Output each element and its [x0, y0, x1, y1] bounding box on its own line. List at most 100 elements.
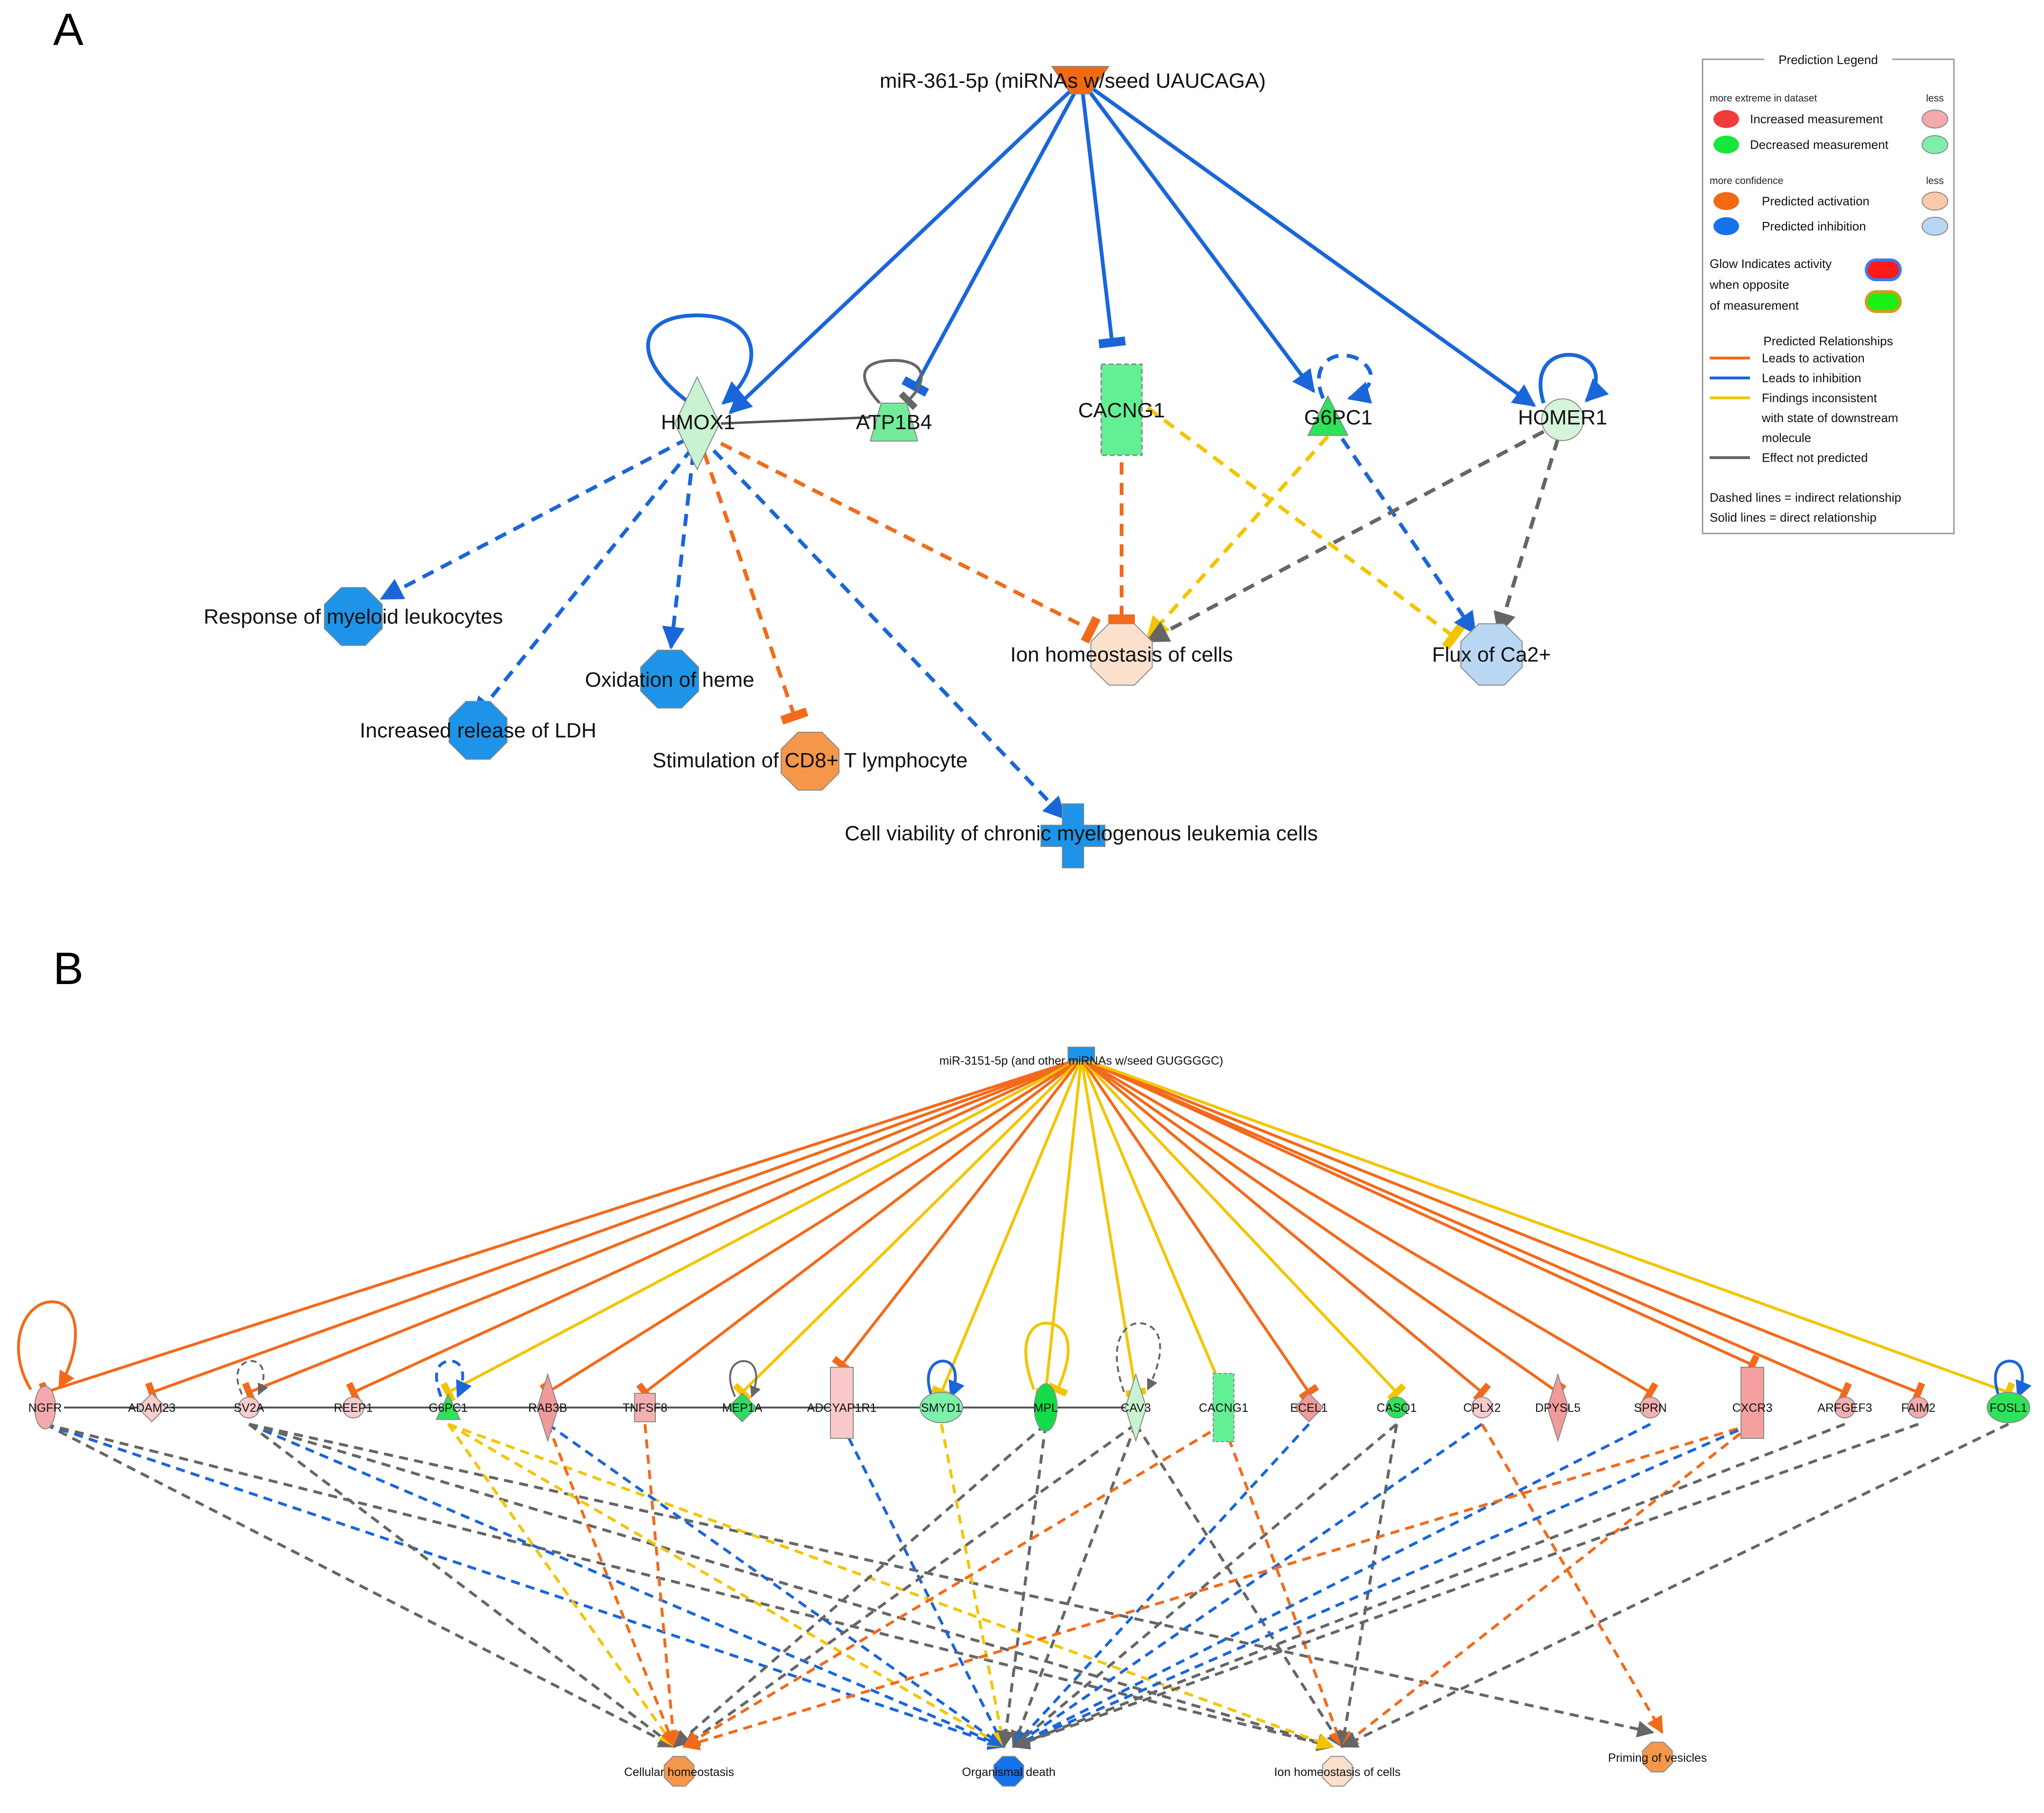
b-label-faim2: FAIM2: [1901, 1401, 1935, 1415]
b-label-ion-homeostasis-of-cells: Ion homeostasis of cells: [1274, 1766, 1401, 1779]
edge-b-cav3-ch: [682, 1423, 1137, 1748]
b-node-tnfsf8: [634, 1393, 656, 1422]
a-node-ca2: [1460, 623, 1523, 686]
edge-b-fosl1-ion: [1340, 1423, 2009, 1748]
b-label-reep1: REEP1: [334, 1401, 373, 1415]
b-node-adcyap1r1: [830, 1367, 854, 1439]
b-node-faim2: [1907, 1397, 1929, 1418]
b-node-ngfr: [34, 1386, 56, 1429]
edge-b-cav3-od: [1011, 1423, 1137, 1749]
b-node-fosl1: [1987, 1392, 2030, 1423]
legend-rel-not-predicted: Effect not predicted: [1762, 451, 1868, 465]
legend-frame: [1702, 58, 1955, 534]
legend-inhibition-weak-swatch: [1922, 217, 1948, 236]
edge-b-src-ecel1: [1080, 1058, 1319, 1401]
legend-glow-line2: when opposite: [1709, 277, 1789, 292]
b-label-ngfr: NGFR: [28, 1401, 62, 1415]
prediction-legend: Prediction Legend more extreme in datase…: [1702, 52, 1955, 534]
legend-activation-weak-swatch: [1922, 192, 1948, 211]
a-node-myeloid: [324, 587, 383, 646]
legend-increased-strong-swatch: [1713, 110, 1739, 128]
a-node-cd8: [781, 732, 839, 791]
a-label-ldh: Increased release of LDH: [360, 719, 597, 742]
edge-b-mpl-od: [997, 1424, 1047, 1749]
legend-relationships-title: Predicted Relationships: [1763, 334, 1893, 348]
b-node-cxcr3: [1740, 1367, 1764, 1439]
edge-a-src-g6pc1: [1079, 79, 1316, 393]
a-label-heme: Oxidation of heme: [585, 668, 754, 691]
edge-b-cxcr3-ion: [1341, 1423, 1753, 1748]
edge-b-src-g6pc1: [441, 1057, 1082, 1403]
a-node-g6pc1: [1307, 395, 1349, 436]
panel-a-label: A: [53, 4, 83, 55]
b-label-sv2a: SV2A: [234, 1401, 264, 1415]
b-label-dpysl5: DPYSL5: [1535, 1401, 1581, 1415]
a-node-homer1: [1541, 398, 1584, 441]
panel-b-edges: [17, 1057, 2032, 1751]
edge-b-cxcr3-ch: [682, 1423, 1753, 1750]
loop-a-g6pc1: [1317, 353, 1373, 404]
loop-a-hmox1: [646, 313, 754, 405]
b-node-cacng1: [1213, 1373, 1234, 1442]
edge-b-src-adcyap1r1: [832, 1058, 1083, 1374]
legend-rel-activation: Leads to activation: [1762, 351, 1865, 365]
edge-b-cacng1-ion: [1222, 1423, 1345, 1749]
legend-section2-right: less: [1926, 175, 1943, 186]
b-label-adam23: ADAM23: [128, 1401, 175, 1415]
edge-a-g6pc1-ca2: [1340, 437, 1477, 635]
legend-decreased-strong-swatch: [1713, 136, 1739, 154]
edge-a-homer1-ca2: [1493, 438, 1560, 635]
legend-increased-weak-swatch: [1922, 110, 1948, 129]
a-node-leukemia: [1040, 803, 1105, 868]
edge-b-ngfr-od: [45, 1423, 1006, 1750]
legend-increased-label: Increased measurement: [1750, 112, 1883, 126]
edge-b-smyd1-od: [940, 1424, 1010, 1749]
legend-decreased-label: Decreased measurement: [1750, 138, 1889, 152]
edge-b-tnfsf8-ch: [644, 1424, 681, 1749]
b-label-mep1a: MEP1A: [722, 1401, 763, 1415]
edge-b-g6pc1-ch: [447, 1423, 676, 1748]
panel-a-nodes: [324, 66, 1584, 868]
edge-a-src-homer1: [1080, 79, 1536, 407]
edge-a-hmox1-ldh: [472, 447, 694, 720]
edge-a-src-hmox1: [728, 79, 1083, 414]
b-node-priming-of-vesicles: [1642, 1741, 1673, 1773]
b-node-ion-homeostasis-of-cells: [1322, 1756, 1353, 1787]
b-node-dpysl5: [1547, 1372, 1569, 1443]
b-node-cplx2: [1471, 1397, 1493, 1418]
edge-b-src-tnfsf8: [636, 1057, 1082, 1402]
legend-activation-label: Predicted activation: [1762, 194, 1869, 208]
b-label-cxcr3: CXCR3: [1732, 1401, 1773, 1415]
panel-a-edges: [379, 79, 1609, 820]
legend-dashed-note: Dashed lines = indirect relationship: [1710, 490, 1901, 505]
edge-b-src-cxcr3: [1080, 1057, 1760, 1376]
edge-b-g6pc1-ion: [447, 1423, 1335, 1749]
a-source-label: miR-361-5p (miRNAs w/seed UAUCAGA): [880, 69, 1266, 92]
edge-b-src-smyd1: [930, 1058, 1083, 1399]
edge-b-src-casq1: [1080, 1057, 1407, 1402]
edge-b-sv2a-ch: [248, 1423, 676, 1748]
legend-title-bg: [1764, 52, 1892, 67]
b-node-rab3b: [536, 1372, 559, 1443]
a-label-homer1: HOMER1: [1518, 406, 1607, 429]
legend-glow-red-swatch: [1865, 258, 1902, 281]
loop-b-mep1a: [729, 1360, 761, 1398]
panel-b-label: B: [53, 943, 83, 994]
edge-b-src-fosl1: [1080, 1057, 2015, 1403]
edge-b-ngfr-ch: [44, 1423, 676, 1748]
edge-b-casq1-ion: [1336, 1424, 1398, 1749]
loop-b-ngfr: [17, 1300, 77, 1390]
b-label-ecel1: ECEL1: [1290, 1401, 1327, 1415]
b-label-arfgef3: ARFGEF3: [1817, 1401, 1872, 1415]
b-label-g6pc1: G6PC1: [429, 1401, 468, 1415]
edge-a-cacng1-ca2: [1146, 406, 1465, 650]
a-label-g6pc1: G6PC1: [1304, 406, 1372, 429]
edge-b-src-rab3b: [539, 1057, 1082, 1403]
legend-decreased-weak-swatch: [1922, 135, 1948, 154]
edge-b-cxcr3-od: [1012, 1423, 1753, 1749]
edge-a-src-atp1b4: [901, 80, 1083, 397]
a-label-ion: Ion homeostasis of cells: [1010, 643, 1233, 666]
edge-b-src-adam23: [145, 1057, 1082, 1403]
a-label-cacng1: CACNG1: [1078, 399, 1165, 422]
